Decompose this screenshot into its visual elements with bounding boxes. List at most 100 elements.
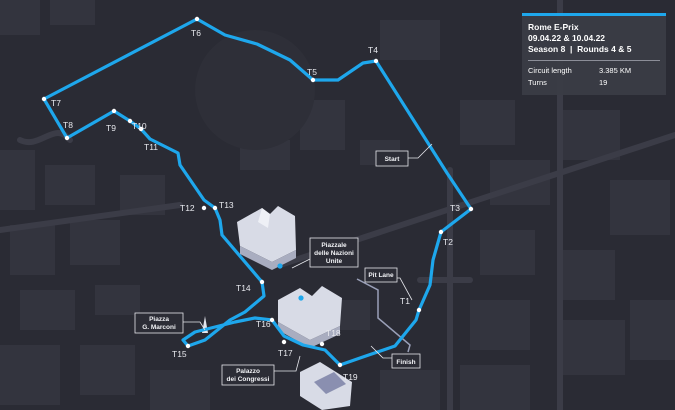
city-block xyxy=(45,165,95,205)
turn-label-t14: T14 xyxy=(236,283,251,293)
piazzale-label-3: Unite xyxy=(326,258,343,265)
turn-marker-t13 xyxy=(212,205,218,211)
pit-lane-path xyxy=(356,278,411,353)
building-shape xyxy=(258,208,270,228)
city-block xyxy=(560,320,625,375)
place-piazzale: Piazzale delle Nazioni Unite xyxy=(309,237,359,268)
turn-label-t11: T11 xyxy=(144,142,158,152)
city-block xyxy=(460,365,530,410)
city-block xyxy=(380,20,440,60)
turn-label-t16: T16 xyxy=(256,319,271,329)
building-central xyxy=(278,286,342,348)
turn-marker-t2 xyxy=(438,229,444,235)
city-block xyxy=(50,0,95,25)
palazzo-label-2: dei Congressi xyxy=(227,376,270,383)
turn-marker-t1 xyxy=(416,307,422,313)
turn-marker-t18 xyxy=(319,341,325,347)
turn-marker-t7 xyxy=(41,96,47,102)
turn-label-t12: T12 xyxy=(180,203,195,213)
city-block xyxy=(10,225,55,275)
info-panel: Rome E-Prix 09.04.22 & 10.04.22 Season 8… xyxy=(522,13,666,95)
turn-markers xyxy=(41,16,474,368)
city-block xyxy=(560,110,620,160)
city-block xyxy=(380,370,440,410)
road xyxy=(17,130,73,145)
city-block xyxy=(630,300,675,360)
turn-label-t1: T1 xyxy=(400,296,410,306)
turn-label-t3: T3 xyxy=(450,203,460,213)
turns-row: Turns 19 xyxy=(528,77,660,89)
turn-marker-t19 xyxy=(337,362,343,368)
building-shape xyxy=(278,286,342,340)
turn-marker-t14 xyxy=(259,279,265,285)
piazzale-label-1: Piazzale xyxy=(321,242,347,249)
pit-lane-box xyxy=(364,267,398,283)
building-palazzo xyxy=(300,362,352,410)
event-title: Rome E-Prix xyxy=(528,22,579,32)
turn-label-t7: T7 xyxy=(51,98,61,108)
park-area xyxy=(195,30,315,150)
building-north xyxy=(237,206,296,270)
place-marconi: Piazza G. Marconi xyxy=(134,312,184,334)
turn-label-t19: T19 xyxy=(343,372,358,382)
circuit-length-row: Circuit length 3.385 KM xyxy=(528,65,660,77)
city-block xyxy=(80,345,135,395)
building-shadow xyxy=(240,246,296,270)
city-block xyxy=(0,150,35,210)
turn-marker-t9 xyxy=(111,108,117,114)
circuit-length-label: Circuit length xyxy=(528,66,572,75)
piazzale-box xyxy=(309,237,359,268)
leader-line-start xyxy=(408,143,433,159)
palazzo-label-1: Palazzo xyxy=(236,368,260,375)
marconi-label-2: G. Marconi xyxy=(142,324,176,331)
turn-marker-t15 xyxy=(185,343,191,349)
building-shape xyxy=(237,206,296,262)
place-finish: Finish xyxy=(391,353,421,369)
leader-line-palazzo xyxy=(274,355,301,372)
turn-marker-t6 xyxy=(194,16,200,22)
turn-label-t6: T6 xyxy=(191,28,201,38)
start-box xyxy=(375,150,409,167)
start-label: Start xyxy=(385,156,401,163)
turn-label-t4: T4 xyxy=(368,45,378,55)
place-pit-lane: Pit Lane xyxy=(364,267,398,283)
city-block xyxy=(490,160,550,205)
circuit-length-value: 3.385 KM xyxy=(599,66,632,75)
turn-marker-t11 xyxy=(138,126,144,132)
turn-marker-t17 xyxy=(281,339,287,345)
turn-marker-t10 xyxy=(127,118,133,124)
city-block xyxy=(480,230,535,275)
city-block xyxy=(0,0,40,35)
city-block xyxy=(150,370,210,410)
city-block xyxy=(95,285,140,315)
turns-value: 19 xyxy=(599,78,608,87)
turn-label-t17: T17 xyxy=(278,348,293,358)
turn-marker-t5 xyxy=(310,77,316,83)
turn-marker-t3 xyxy=(468,206,474,212)
building-shadow xyxy=(314,372,346,394)
leader-line-marconi xyxy=(183,321,206,331)
place-start: Start xyxy=(375,150,409,167)
turn-label-t13: T13 xyxy=(219,200,234,210)
event-dates: 09.04.22 & 10.04.22 xyxy=(528,33,606,43)
finish-label: Finish xyxy=(396,359,415,366)
turn-label-t18: T18 xyxy=(326,328,341,338)
city-block xyxy=(70,220,120,265)
road xyxy=(0,202,183,233)
piazzale-marker xyxy=(277,263,283,269)
turn-label-t10: T10 xyxy=(132,121,147,131)
city-block xyxy=(0,345,60,405)
turn-marker-t16 xyxy=(269,317,275,323)
leader-line-finish xyxy=(370,345,392,359)
city-block xyxy=(610,180,670,235)
city-block xyxy=(560,250,615,300)
pit-lane-label: Pit Lane xyxy=(368,272,394,279)
turn-label-t5: T5 xyxy=(307,67,317,77)
marconi-box xyxy=(134,312,184,334)
turns-label: Turns xyxy=(528,78,547,87)
turn-label-t8: T8 xyxy=(63,120,73,130)
turn-marker-t12 xyxy=(201,205,207,211)
finish-box xyxy=(391,353,421,369)
turn-label-t9: T9 xyxy=(106,123,116,133)
